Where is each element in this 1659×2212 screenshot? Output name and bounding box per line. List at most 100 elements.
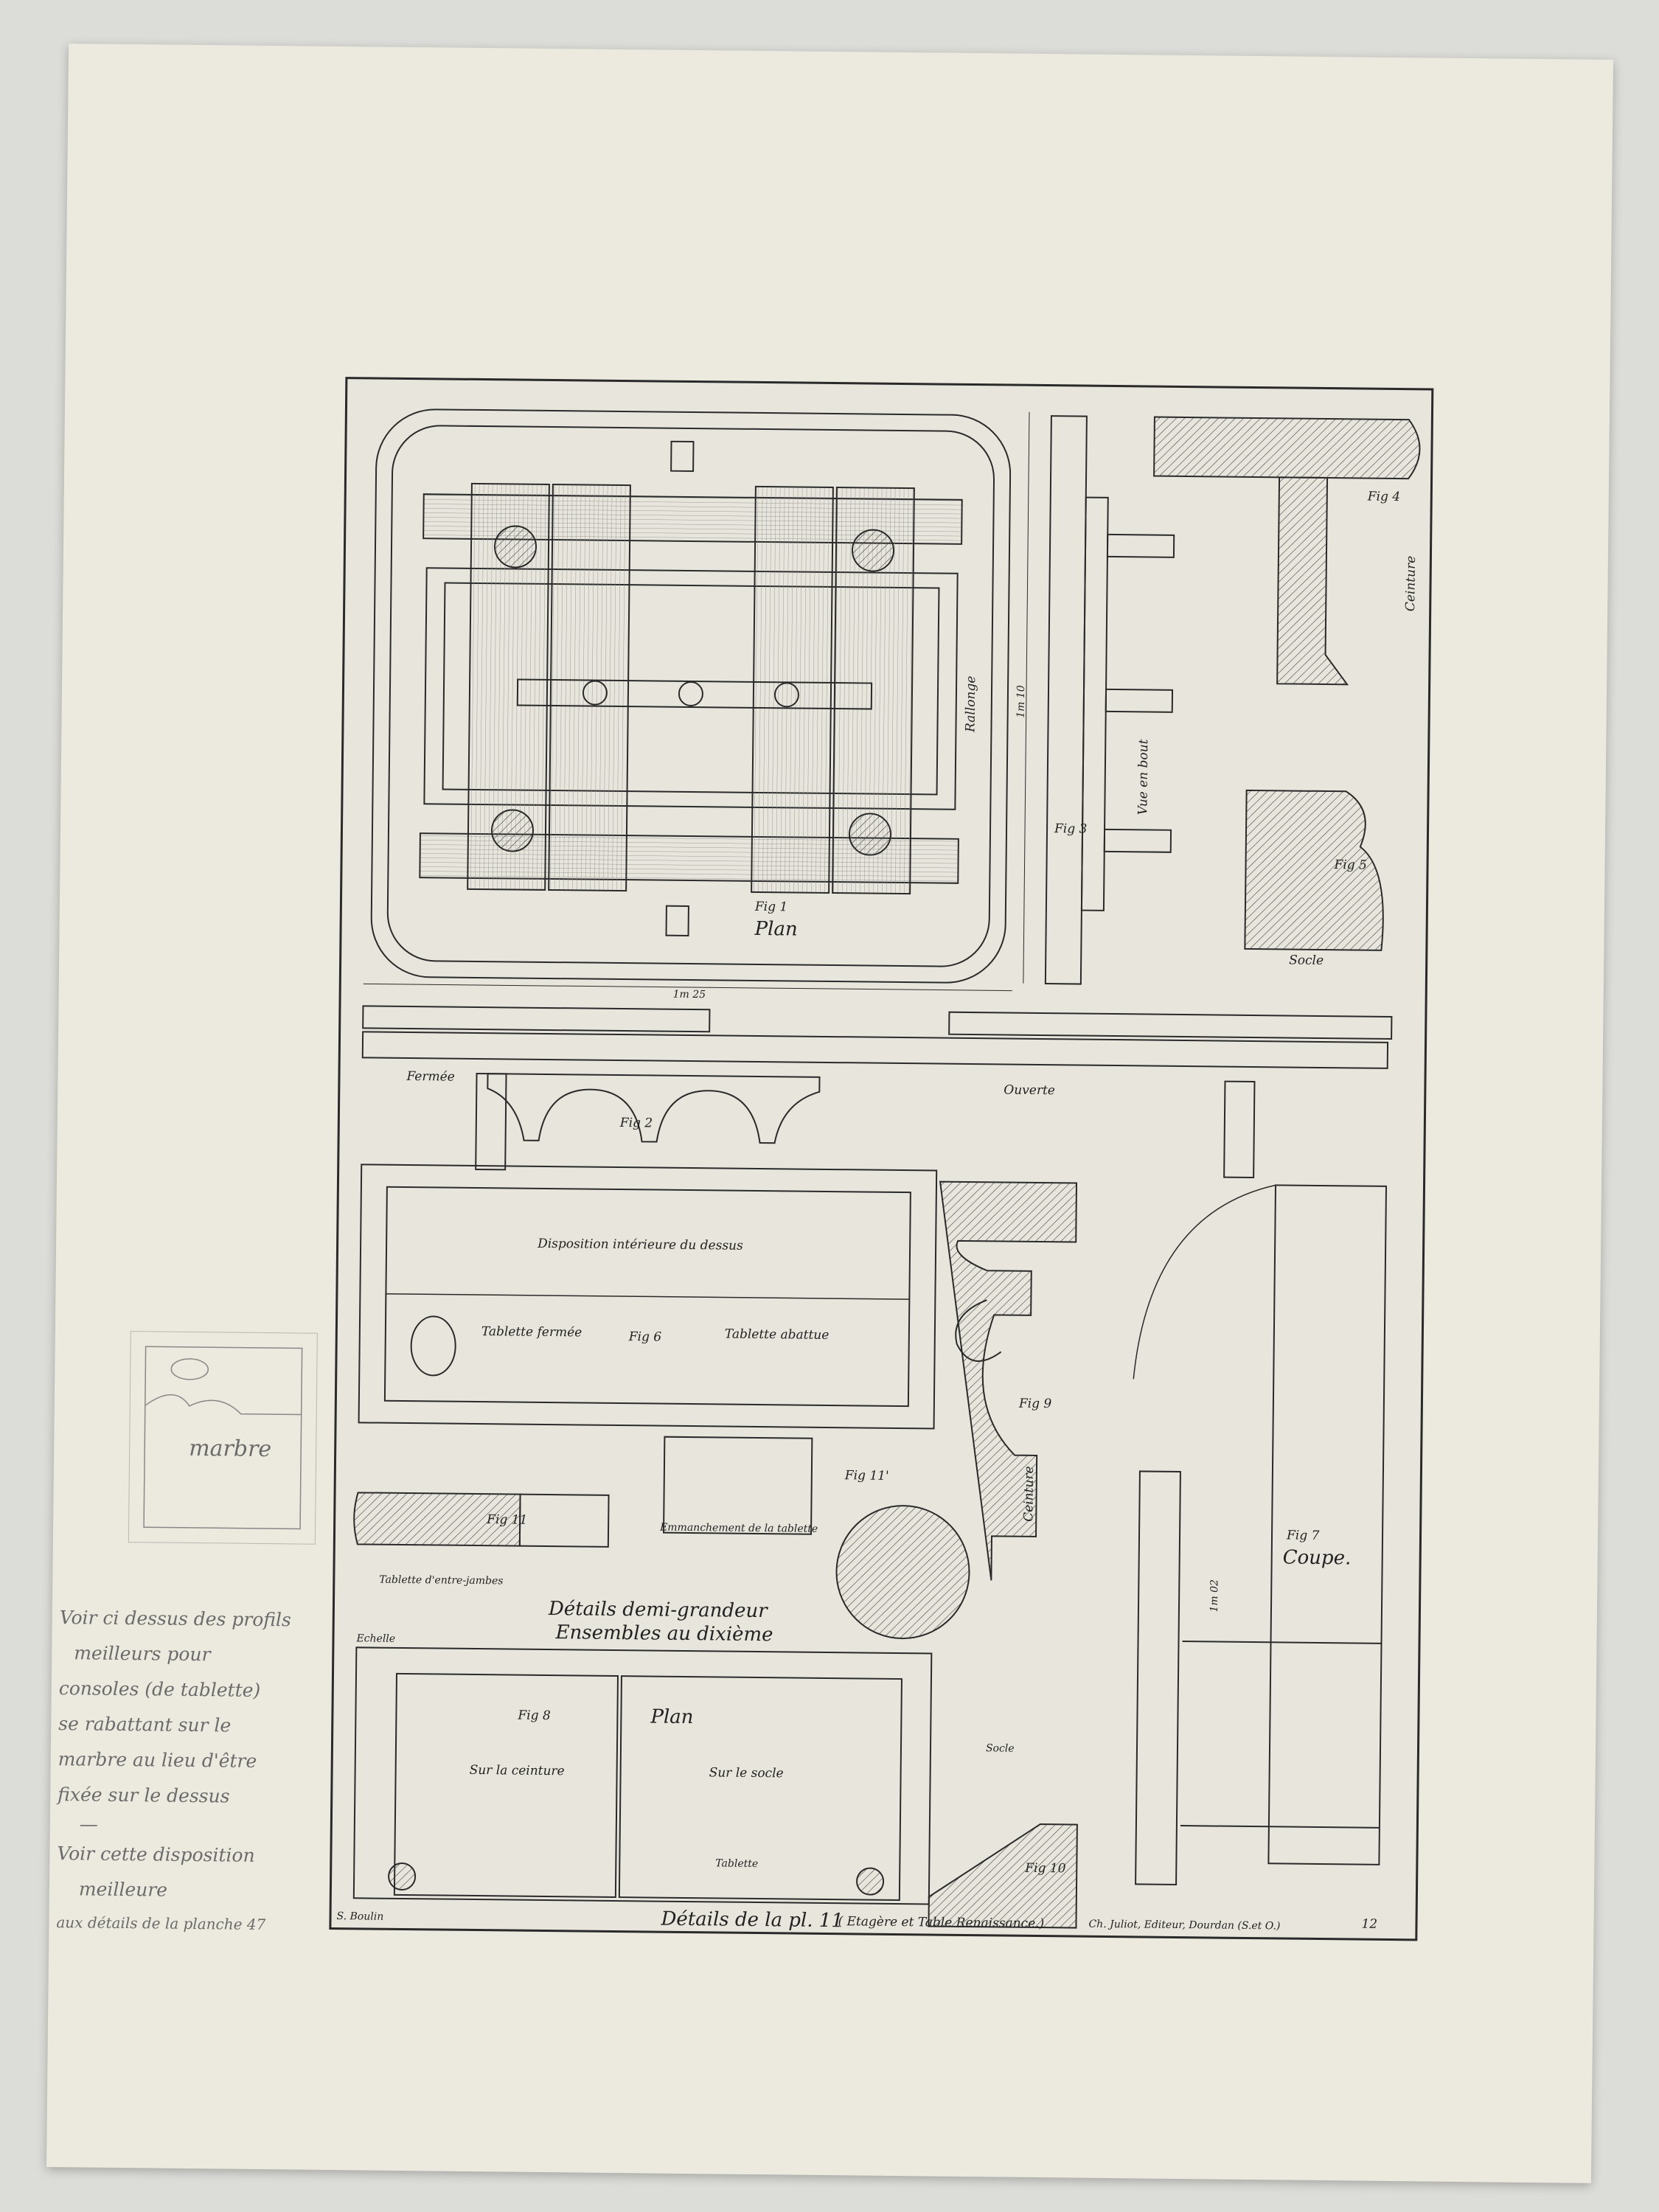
note-line: Voir ci dessus des profils bbox=[59, 1607, 291, 1631]
fig4-label: Fig 4 bbox=[1367, 489, 1401, 505]
fig2-open-top bbox=[948, 1011, 1393, 1040]
fig11b-label: Fig 11' bbox=[844, 1468, 889, 1484]
fig3-baluster bbox=[1106, 533, 1175, 558]
fig7-shelf bbox=[1182, 1641, 1382, 1644]
fig3-label: Fig 3 bbox=[1054, 821, 1088, 837]
fig2-leg bbox=[1223, 1080, 1256, 1179]
fig3-baluster bbox=[1103, 828, 1172, 853]
note-line: meilleure bbox=[78, 1878, 168, 1901]
fig1-peg bbox=[494, 525, 538, 568]
fig10-label: Fig 10 bbox=[1025, 1860, 1066, 1877]
fig1-knob bbox=[678, 681, 703, 706]
note-line: aux détails de la planche 47 bbox=[56, 1913, 266, 1934]
note-line: — bbox=[79, 1813, 99, 1835]
fig10-profile bbox=[928, 1823, 1078, 1929]
paper-sheet: Fig 1 Plan Rallonge 1m 25 1m 10 Vue en b… bbox=[46, 44, 1614, 2183]
sketch-profile bbox=[145, 1394, 302, 1416]
fig1-outer-frame bbox=[370, 408, 1012, 984]
fig1-plan-label: Plan bbox=[754, 917, 798, 941]
fig8-plan-label: Plan bbox=[650, 1705, 694, 1729]
echelle-label: Echelle bbox=[356, 1632, 396, 1645]
ceinture2-label: Ceinture bbox=[1021, 1466, 1037, 1522]
footer-title: Détails de la pl. 11 bbox=[661, 1907, 844, 1933]
footer-signature: S. Boulin bbox=[336, 1910, 384, 1923]
fig1-inner-frame bbox=[386, 425, 995, 967]
note-line: consoles (de tablette) bbox=[58, 1677, 261, 1701]
ensembles-label: Ensembles au dixième bbox=[555, 1621, 773, 1646]
fig8-post bbox=[388, 1862, 417, 1891]
fig11-profile bbox=[353, 1492, 521, 1547]
note-line: Voir cette disposition bbox=[57, 1843, 255, 1866]
fig7-elevation bbox=[1267, 1184, 1388, 1865]
note-line: se rabattant sur le bbox=[58, 1713, 232, 1736]
fig1-leaf-left2 bbox=[548, 484, 631, 892]
socle2-label: Socle bbox=[985, 1742, 1015, 1755]
sur-ceinture-label: Sur la ceinture bbox=[469, 1762, 565, 1779]
sketch-label: marbre bbox=[189, 1435, 272, 1463]
footer-publisher: Ch. Juliot, Editeur, Dourdan (S.et O.) bbox=[1088, 1918, 1281, 1933]
rallonge-label: Rallonge bbox=[963, 675, 979, 733]
footer-subtitle: ( Etagère et Table Renaissance.) bbox=[838, 1914, 1045, 1932]
fig2-apron bbox=[361, 1031, 1389, 1069]
fig1-peg bbox=[848, 813, 891, 856]
fig2-leg bbox=[475, 1072, 507, 1171]
fig1-center-bar bbox=[516, 678, 873, 710]
fig7-turned-leg bbox=[1135, 1470, 1181, 1885]
tablette-entre-jambes-label: Tablette d'entre-jambes bbox=[379, 1573, 504, 1587]
fig1-top-panel bbox=[423, 567, 959, 810]
pencil-sketch: marbre bbox=[128, 1331, 318, 1545]
fig3-baluster bbox=[1105, 688, 1174, 713]
fig6-label: Fig 6 bbox=[628, 1329, 662, 1345]
fig7-shelf bbox=[1180, 1825, 1380, 1829]
engraved-plate: Fig 1 Plan Rallonge 1m 25 1m 10 Vue en b… bbox=[329, 377, 1434, 1941]
fig8-frame bbox=[352, 1646, 933, 1905]
fig8-label: Fig 8 bbox=[518, 1708, 551, 1724]
fig2-label: Fig 2 bbox=[619, 1116, 653, 1131]
dim-height2-label: 1m 02 bbox=[1208, 1579, 1221, 1613]
dim-line-height bbox=[1023, 411, 1030, 984]
fig1-latch bbox=[665, 905, 689, 936]
sketch-drawing bbox=[143, 1346, 303, 1530]
sketch-frame bbox=[143, 1346, 303, 1530]
disposition-label: Disposition intérieure du dessus bbox=[538, 1236, 743, 1253]
sketch-cartouche bbox=[170, 1358, 209, 1380]
ceinture-label: Ceinture bbox=[1403, 555, 1419, 612]
fermee-label: Fermée bbox=[406, 1068, 455, 1085]
vue-en-bout-label: Vue en bout bbox=[1135, 739, 1152, 815]
fig7-coupe-label: Coupe. bbox=[1282, 1546, 1352, 1570]
fig8-panel-right bbox=[618, 1675, 902, 1902]
fig2-arcade bbox=[487, 1073, 821, 1144]
plate-drawing bbox=[352, 408, 1421, 1929]
fig7-swing-arc bbox=[1133, 1184, 1276, 1380]
sur-socle-label: Sur le socle bbox=[709, 1765, 784, 1781]
fig9-scroll bbox=[955, 1299, 1002, 1362]
fig8-panel-left bbox=[393, 1672, 619, 1899]
fig3-end-panel bbox=[1044, 415, 1088, 985]
fig6-divider bbox=[386, 1293, 910, 1300]
fig1-knob bbox=[773, 682, 799, 708]
note-line: marbre au lieu d'être bbox=[58, 1748, 257, 1772]
dim-height-label: 1m 10 bbox=[1015, 685, 1028, 718]
fig11b-section bbox=[835, 1505, 970, 1640]
fig11-label: Fig 11 bbox=[487, 1512, 528, 1528]
details-demi-label: Détails demi-grandeur bbox=[548, 1598, 768, 1623]
fig1-peg bbox=[851, 529, 894, 572]
fig2-closed-top bbox=[362, 1005, 711, 1033]
fig1-latch bbox=[670, 440, 695, 473]
fig7-label: Fig 7 bbox=[1286, 1528, 1320, 1543]
emmanchement-label: Emmanchement de la tablette bbox=[660, 1521, 818, 1535]
note-line: meilleurs pour bbox=[74, 1642, 211, 1666]
fig4-profile bbox=[1276, 476, 1349, 686]
fig4-profile-top bbox=[1153, 416, 1421, 480]
fig5-label: Fig 5 bbox=[1334, 858, 1368, 873]
dim-width-label: 1m 25 bbox=[672, 988, 706, 1001]
fig1-knob bbox=[582, 680, 608, 706]
fig5-profile bbox=[1244, 789, 1384, 951]
fig1-peg bbox=[490, 809, 534, 852]
ouverte-label: Ouverte bbox=[1004, 1082, 1056, 1099]
note-line: fixée sur le dessus bbox=[58, 1784, 230, 1807]
fig1-label: Fig 1 bbox=[754, 899, 788, 915]
fig1-top-panel-inner bbox=[442, 582, 940, 796]
fig1-leaf-left bbox=[467, 482, 550, 891]
fig11-tablet bbox=[518, 1493, 610, 1548]
